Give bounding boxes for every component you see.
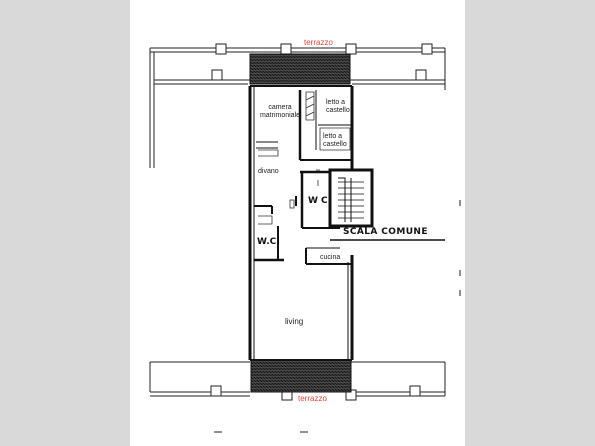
sofa-bed-label: divano [258,168,279,175]
stair-core [328,168,445,241]
bunk-bed-label-2: letto a castello [323,133,347,148]
common-stairs-label: SCALA COMUNE [343,227,428,237]
bottom-terrace-hatch [250,359,352,393]
bunk-bed-label-1: letto a castello [326,99,350,114]
living-label: living [285,317,304,326]
kitchen-label: cucina [320,254,341,261]
master-bedroom-label: camera matrimoniale [259,104,301,119]
terrace-label-top: terrazzo [304,38,333,47]
furniture [258,91,351,225]
wc-label-1: W C [308,196,328,206]
top-terrace-hatch [249,53,351,85]
apartment-walls [248,85,354,361]
interior-walls [254,90,352,265]
terrace-label-bottom: terrazzo [298,394,327,403]
top-terrace-railing [149,43,446,168]
wc-label-2: W.C. [257,237,280,247]
floor-plan-drawing [149,43,461,433]
floor-plan-sheet: terrazzo camera matrimoniale letto a cas… [130,0,465,446]
bottom-terrace-railing [149,361,446,401]
